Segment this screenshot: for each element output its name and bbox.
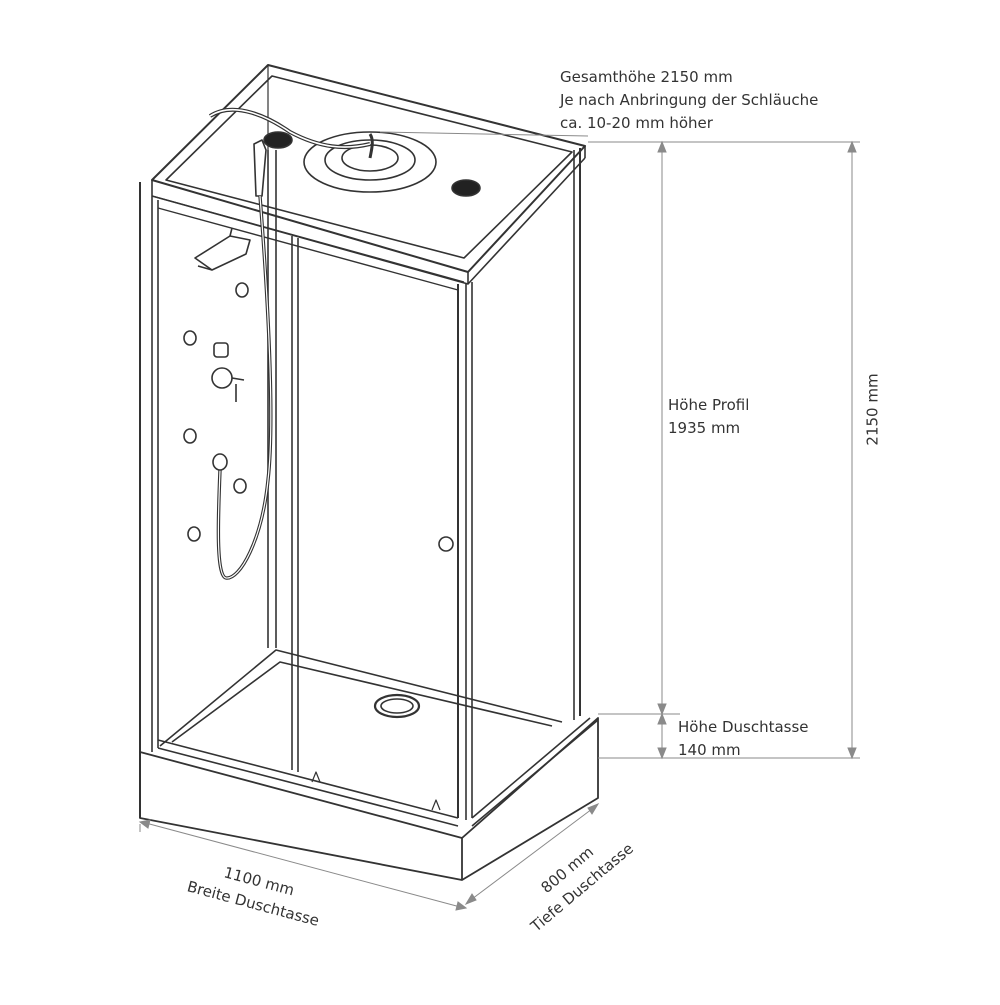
total-height-line-3: ca. 10-20 mm höher [560, 114, 713, 132]
depth-dimension [467, 805, 597, 903]
massage-jet-4 [233, 478, 247, 494]
massage-jet-5 [187, 526, 201, 542]
shelf [194, 235, 251, 271]
dimension-lines [138, 131, 860, 911]
ceiling-hole-right [451, 179, 481, 197]
ceiling-hole-left [263, 131, 293, 149]
width-dimension [141, 821, 465, 909]
total-height-line-2: Je nach Anbringung der Schläuche [560, 91, 819, 109]
shower-cabin [139, 64, 599, 881]
profile-height-line-1: Höhe Profil [668, 396, 750, 414]
tray-height-line-2: 140 mm [678, 741, 741, 759]
profile-height-line-2: 1935 mm [668, 419, 741, 437]
overall-height-label: 2150 mm [863, 373, 882, 446]
total-height-note: Gesamthöhe 2150 mm Je nach Anbringung de… [560, 66, 818, 135]
tray-height-line-1: Höhe Duschtasse [678, 718, 809, 736]
massage-jet-3 [183, 428, 197, 444]
door-knob [438, 536, 454, 552]
drain [373, 693, 421, 719]
mixer-tap [211, 367, 233, 389]
roof-frame [151, 64, 586, 273]
diverter [213, 342, 229, 358]
total-height-line-1: Gesamthöhe 2150 mm [560, 68, 733, 86]
rain-shower-head [303, 131, 437, 193]
tray-height-label: Höhe Duschtasse 140 mm [678, 716, 809, 762]
massage-jet-1 [235, 282, 249, 298]
hand-shower-holder [212, 453, 228, 471]
massage-jet-2 [183, 330, 197, 346]
roof-frame-inner [165, 75, 573, 259]
hand-shower [253, 139, 267, 197]
profile-height-label: Höhe Profil 1935 mm [668, 394, 749, 440]
